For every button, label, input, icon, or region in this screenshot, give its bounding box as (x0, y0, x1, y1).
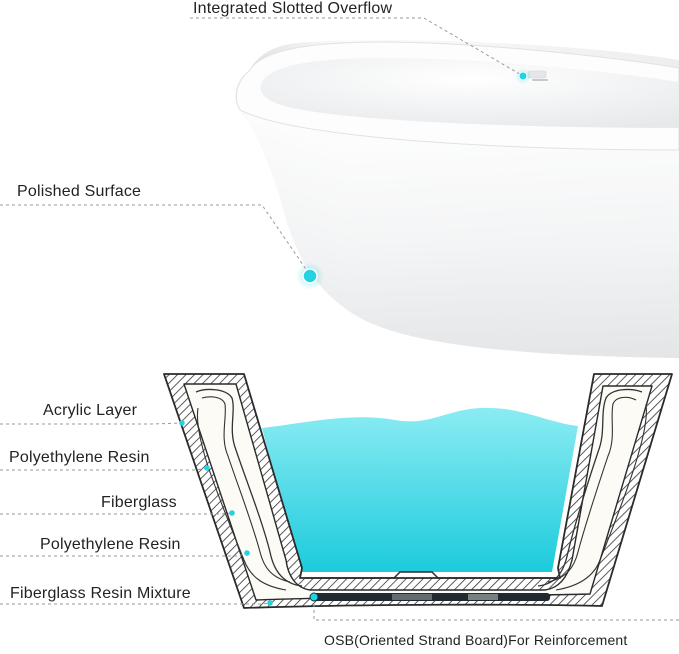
marker-mixture (267, 600, 273, 606)
right-layer-line-1 (537, 388, 643, 587)
label-integrated-overflow: Integrated Slotted Overflow (193, 0, 393, 17)
overflow-slot (532, 79, 548, 81)
leader-fiberglass (0, 512, 233, 515)
basin-floor-step (306, 571, 556, 579)
marker-acrylic (179, 420, 185, 426)
leader-pe2 (0, 552, 248, 557)
leader-osb (313, 598, 679, 621)
leader-overflow (190, 17, 524, 77)
label-polished-surface: Polished Surface (17, 183, 142, 200)
label-fiberglass: Fiberglass (101, 494, 177, 511)
leader-acrylic (0, 422, 183, 425)
label-osb-reinforcement: OSB(Oriented Strand Board)For Reinforcem… (324, 632, 628, 648)
bathtub-illustration (235, 40, 679, 358)
leader-mixture (0, 602, 271, 605)
right-layer-line-2 (547, 396, 637, 583)
cross-section (163, 373, 673, 609)
leader-lines (0, 17, 679, 621)
left-layer-line-1 (195, 388, 303, 587)
label-polyethylene-resin-1: Polyethylene Resin (9, 449, 150, 466)
marker-pe2 (244, 550, 250, 556)
leader-pe1 (0, 467, 208, 471)
marker-polished (302, 268, 318, 284)
leader-polished (0, 204, 311, 276)
osb-highlight-1 (392, 594, 432, 600)
left-layer-line-2 (201, 396, 291, 583)
label-fiberglass-resin-mixture: Fiberglass Resin Mixture (10, 585, 191, 602)
left-wall-shell (163, 373, 673, 609)
markers (179, 68, 531, 606)
marker-pe1 (204, 465, 210, 471)
tub-inner-basin (260, 58, 679, 128)
osb-highlight-2 (468, 594, 498, 600)
label-acrylic-layer: Acrylic Layer (43, 402, 138, 419)
label-polyethylene-resin-2: Polyethylene Resin (40, 536, 181, 553)
marker-overflow (518, 71, 528, 81)
right-layer-line-3 (555, 403, 647, 591)
left-layer-line-3 (196, 407, 287, 591)
tub-front-shade (240, 110, 679, 358)
marker-osb (309, 592, 319, 602)
water-fill (262, 407, 578, 572)
marker-fiberglass (229, 510, 235, 516)
